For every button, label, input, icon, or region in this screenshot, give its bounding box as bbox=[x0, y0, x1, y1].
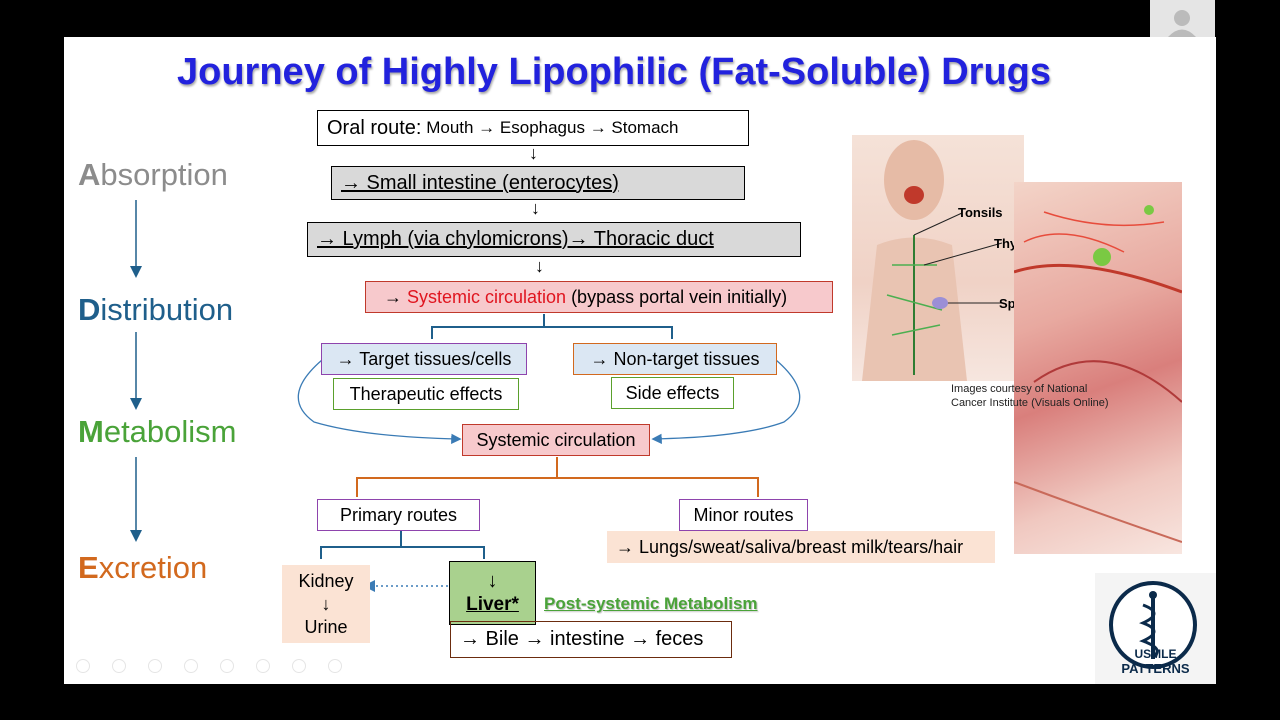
oral-route-label: Oral route: bbox=[327, 116, 422, 139]
urine-text: Urine bbox=[304, 616, 348, 637]
oral-route-box: Oral route: Mouth → Esophagus → Stomach bbox=[317, 110, 749, 146]
next-slide-icon[interactable] bbox=[112, 659, 126, 673]
stage-metabolism: Metabolism bbox=[78, 414, 237, 450]
therapeutic-effects-box: Therapeutic effects bbox=[333, 378, 519, 410]
caption-line-2: Cancer Institute (Visuals Online) bbox=[951, 397, 1109, 409]
stage-rest: istribution bbox=[100, 292, 234, 327]
target-tissues-text: → Target tissues/cells bbox=[336, 348, 512, 369]
liver-text: Liver* bbox=[466, 594, 519, 615]
minor-routes-box: Minor routes bbox=[679, 499, 808, 531]
side-effects-box: Side effects bbox=[611, 377, 734, 409]
slides-overview-icon[interactable] bbox=[184, 659, 198, 673]
systemic-circulation-box: → Systemic circulation (bypass portal ve… bbox=[365, 281, 833, 313]
bile-box: → Bile → intestine → feces bbox=[450, 621, 732, 658]
primary-routes-text: Primary routes bbox=[339, 504, 458, 525]
anatomy-label-spleen: Sp bbox=[999, 296, 1016, 311]
stage-initial: D bbox=[78, 292, 101, 327]
primary-routes-box: Primary routes bbox=[317, 499, 480, 531]
oral-route-path: Mouth → Esophagus → Stomach bbox=[421, 118, 679, 137]
kidney-arrow: ↓ bbox=[321, 593, 331, 614]
zoom-icon[interactable] bbox=[220, 659, 234, 673]
side-effects-text: Side effects bbox=[625, 382, 720, 403]
systemic-circulation-2-box: Systemic circulation bbox=[462, 424, 650, 456]
arrow-down: ↓ bbox=[531, 198, 540, 218]
stage-excretion: Excretion bbox=[78, 550, 207, 586]
stage-rest: xcretion bbox=[98, 550, 208, 585]
arrow-down: ↓ bbox=[535, 256, 544, 276]
previous-slide-icon[interactable] bbox=[76, 659, 90, 673]
post-systemic-metabolism-label: Post-systemic Metabolism bbox=[544, 594, 758, 613]
stage-initial: M bbox=[78, 414, 104, 449]
slide-title: Journey of Highly Lipophilic (Fat-Solubl… bbox=[177, 51, 1051, 93]
anatomy-label-thymus: Thy bbox=[994, 236, 1018, 251]
logo-line-1: USMLE bbox=[1134, 647, 1177, 661]
liver-arrow: ↓ bbox=[487, 570, 498, 592]
stage-rest: etabolism bbox=[103, 414, 237, 449]
liver-box: ↓ Liver* bbox=[449, 561, 536, 625]
minor-routes-detail-text: → Lungs/sweat/saliva/breast milk/tears/h… bbox=[616, 536, 964, 557]
small-intestine-text: → Small intestine (enterocytes) bbox=[341, 171, 619, 194]
systemic-circulation-2-text: Systemic circulation bbox=[476, 429, 636, 450]
nontarget-tissues-box: → Non-target tissues bbox=[573, 343, 777, 375]
sys-rest: (bypass portal vein initially) bbox=[566, 286, 788, 307]
slide: Journey of Highly Lipophilic (Fat-Solubl… bbox=[64, 37, 1216, 684]
body-figure-icon bbox=[862, 140, 1003, 381]
kidney-text: Kidney bbox=[298, 570, 354, 591]
caduceus-logo-icon bbox=[1109, 581, 1197, 669]
stage-absorption: Absorption bbox=[78, 157, 228, 193]
anatomy-label-tonsils: Tonsils bbox=[958, 205, 1003, 220]
nontarget-tissues-text: → Non-target tissues bbox=[590, 348, 760, 369]
sys-arrow: → bbox=[384, 286, 408, 307]
intestine-anatomy-image bbox=[1013, 182, 1183, 554]
lymph-text: → Lymph (via chylomicrons)→ Thoracic duc… bbox=[317, 228, 714, 250]
minor-routes-detail-box: → Lungs/sweat/saliva/breast milk/tears/h… bbox=[607, 531, 995, 563]
presentation-controls bbox=[76, 659, 342, 673]
user-avatar-icon bbox=[1168, 10, 1196, 37]
target-tissues-box: → Target tissues/cells bbox=[321, 343, 527, 375]
stage-rest: bsorption bbox=[100, 157, 228, 192]
pen-icon[interactable] bbox=[148, 659, 162, 673]
stage-distribution: Distribution bbox=[78, 292, 233, 328]
therapeutic-effects-text: Therapeutic effects bbox=[349, 383, 503, 404]
lymph-box: → Lymph (via chylomicrons)→ Thoracic duc… bbox=[307, 222, 801, 257]
sys-red: Systemic circulation bbox=[407, 286, 567, 307]
connector-lines bbox=[130, 200, 801, 592]
kidney-box: Kidney ↓ Urine bbox=[282, 565, 370, 643]
minor-routes-text: Minor routes bbox=[693, 504, 794, 525]
stage-initial: E bbox=[78, 550, 99, 585]
intestinal-villi-icon bbox=[1013, 205, 1183, 543]
lymphatic-anatomy-image: Tonsils Thy Sp bbox=[852, 135, 1024, 381]
more-options-icon[interactable] bbox=[328, 659, 342, 673]
usmle-patterns-logo: USMLE PATTERNS bbox=[1095, 573, 1216, 684]
bile-text: → Bile → intestine → feces bbox=[460, 628, 704, 650]
camera-icon[interactable] bbox=[292, 659, 306, 673]
stage-initial: A bbox=[78, 157, 101, 192]
caption-line-1: Images courtesy of National bbox=[951, 383, 1088, 395]
small-intestine-box: → Small intestine (enterocytes) bbox=[331, 166, 745, 200]
logo-line-2: PATTERNS bbox=[1121, 661, 1190, 676]
image-credit-caption: Images courtesy of National Cancer Insti… bbox=[951, 382, 1109, 410]
subtitles-icon[interactable] bbox=[256, 659, 270, 673]
participant-thumbnail[interactable] bbox=[1150, 0, 1215, 37]
arrow-down: ↓ bbox=[529, 143, 538, 163]
